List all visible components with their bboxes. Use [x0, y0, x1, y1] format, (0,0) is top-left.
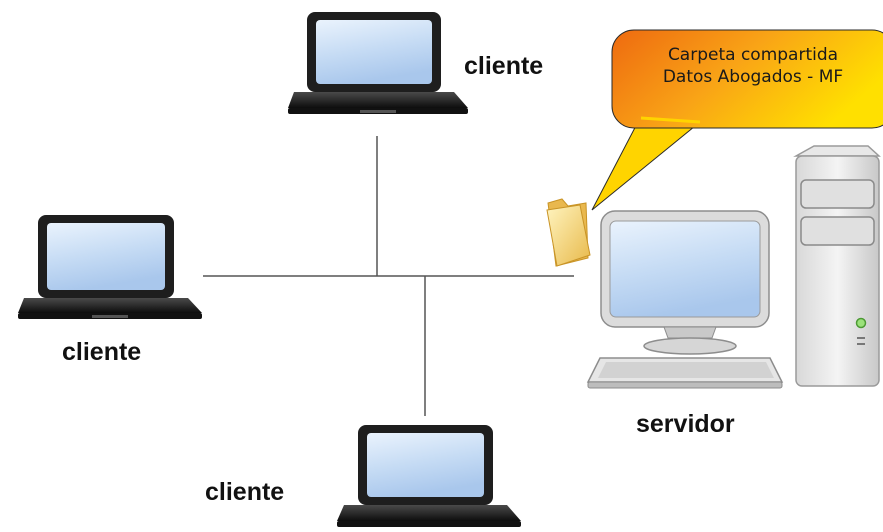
client-label-left: cliente — [62, 338, 142, 366]
callout-line-2: Datos Abogados - MF — [662, 67, 844, 87]
tower-case-icon — [793, 145, 881, 387]
network-lines — [203, 136, 574, 416]
callout-bubble — [591, 29, 883, 211]
power-led-icon — [855, 317, 867, 329]
keyboard-icon — [586, 357, 784, 389]
client-label-top: cliente — [464, 52, 544, 80]
folder-icon — [546, 198, 591, 267]
laptop-icon — [288, 12, 468, 114]
laptop-icon — [337, 425, 521, 527]
client-label-bottom: cliente — [205, 478, 285, 506]
callout-text: Carpeta compartida Datos Abogados - MF — [622, 44, 883, 88]
server-label: servidor — [636, 410, 735, 438]
laptop-icon — [18, 215, 202, 319]
callout-line-1: Carpeta compartida — [667, 45, 839, 65]
desktop-computer-icon — [600, 210, 770, 355]
